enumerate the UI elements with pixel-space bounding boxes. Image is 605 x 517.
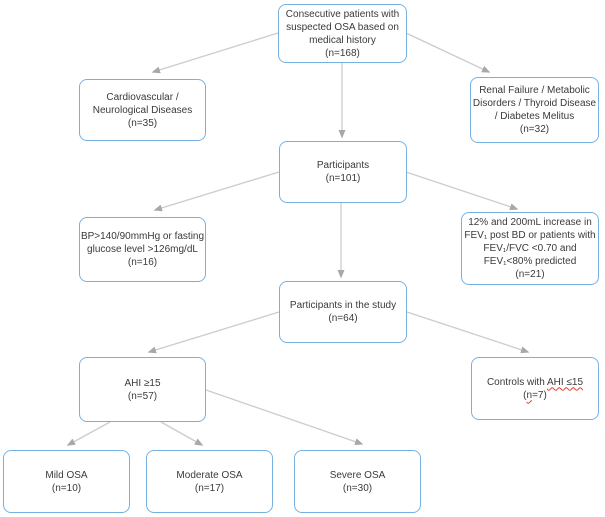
arrow-ahi-to-moderate: [160, 421, 204, 446]
node-bp-glucose-exclusion: BP>140/90mmHg or fasting glucose level >…: [79, 217, 206, 282]
node-count: (n=21): [515, 269, 545, 280]
spellcheck-underlined-text: n: [526, 389, 533, 401]
node-count: (n=101): [325, 173, 361, 184]
node-text-line: Neurological Diseases: [92, 104, 193, 116]
node-text-segment: Controls with: [486, 376, 547, 388]
node-severe-osa: Severe OSA (n=30): [294, 450, 421, 513]
node-ahi-ge-15: AHI ≥15 (n=57): [79, 357, 206, 422]
node-text-line: Moderate OSA: [176, 469, 243, 481]
node-text-line: FEV₁<80% predicted: [483, 256, 577, 267]
node-text-line: 12% and 200mL increase in: [468, 217, 592, 228]
node-text-segment: (: [523, 389, 527, 401]
node-text-line: Mild OSA: [45, 469, 88, 481]
node-text-line: FEV₁ post BD or patients with: [464, 230, 596, 241]
node-text-line: BP>140/90mmHg or fasting: [80, 231, 205, 242]
node-moderate-osa: Moderate OSA (n=17): [146, 450, 273, 513]
node-count: (n=17): [194, 482, 225, 494]
arrow-study-to-controls: [406, 311, 530, 354]
node-text-line: Participants in the study: [289, 300, 397, 311]
arrow-ahi-to-mild: [66, 421, 111, 446]
node-count: (n=10): [51, 482, 82, 494]
node-text-line: Cardiovascular /: [106, 91, 179, 103]
node-consecutive-patients: Consecutive patients with suspected OSA …: [278, 4, 407, 63]
node-text-line: Controls with AHI ≤15: [487, 376, 583, 389]
node-participants: Participants (n=101): [279, 141, 407, 203]
arrow-participants-to-fev: [405, 171, 519, 211]
node-text-line: Disorders / Thyroid Disease: [472, 98, 597, 109]
node-text-line: suspected OSA based on: [286, 21, 399, 33]
node-text-line: / Diabetes Melitus: [494, 111, 575, 122]
node-renal-metabolic-thyroid-diabetes: Renal Failure / Metabolic Disorders / Th…: [470, 77, 599, 143]
node-count: (n=168): [325, 47, 360, 59]
node-text-line: Severe OSA: [329, 469, 386, 481]
node-text-segment: =7): [532, 389, 547, 401]
node-count: (n=16): [127, 257, 158, 268]
node-count: (n=30): [342, 482, 373, 494]
node-text-line: medical history: [309, 34, 376, 46]
arrow-top-to-renal: [405, 32, 491, 73]
node-count: (n=35): [127, 117, 158, 129]
node-text-line: AHI ≥15: [124, 377, 161, 389]
node-mild-osa: Mild OSA (n=10): [3, 450, 130, 513]
node-text-line: Participants: [316, 160, 370, 171]
node-count: (n=57): [127, 390, 158, 402]
node-count: (n=32): [519, 124, 550, 135]
node-participants-in-study: Participants in the study (n=64): [279, 281, 407, 343]
arrow-top-to-cardio: [151, 32, 279, 74]
node-text-line: Consecutive patients with: [285, 8, 400, 20]
node-fev-exclusion: 12% and 200mL increase in FEV₁ post BD o…: [461, 212, 599, 285]
node-text-line: Renal Failure / Metabolic: [479, 85, 590, 96]
arrow-ahi-to-severe: [205, 389, 364, 446]
node-count: (n=64): [328, 313, 358, 324]
node-cardiovascular-neurological: Cardiovascular / Neurological Diseases (…: [79, 79, 206, 141]
arrow-participants-to-bp: [153, 171, 280, 212]
node-text-line: glucose level >126mg/dL: [87, 244, 198, 255]
node-controls-ahi-le-15: Controls with AHI ≤15 (n=7): [471, 357, 599, 420]
node-count: (n=7): [523, 389, 547, 402]
node-text-line: FEV₁/FVC <0.70 and: [483, 243, 577, 254]
spellcheck-underlined-text: AHI ≤15: [546, 376, 584, 388]
arrow-study-to-ahi: [147, 311, 280, 354]
